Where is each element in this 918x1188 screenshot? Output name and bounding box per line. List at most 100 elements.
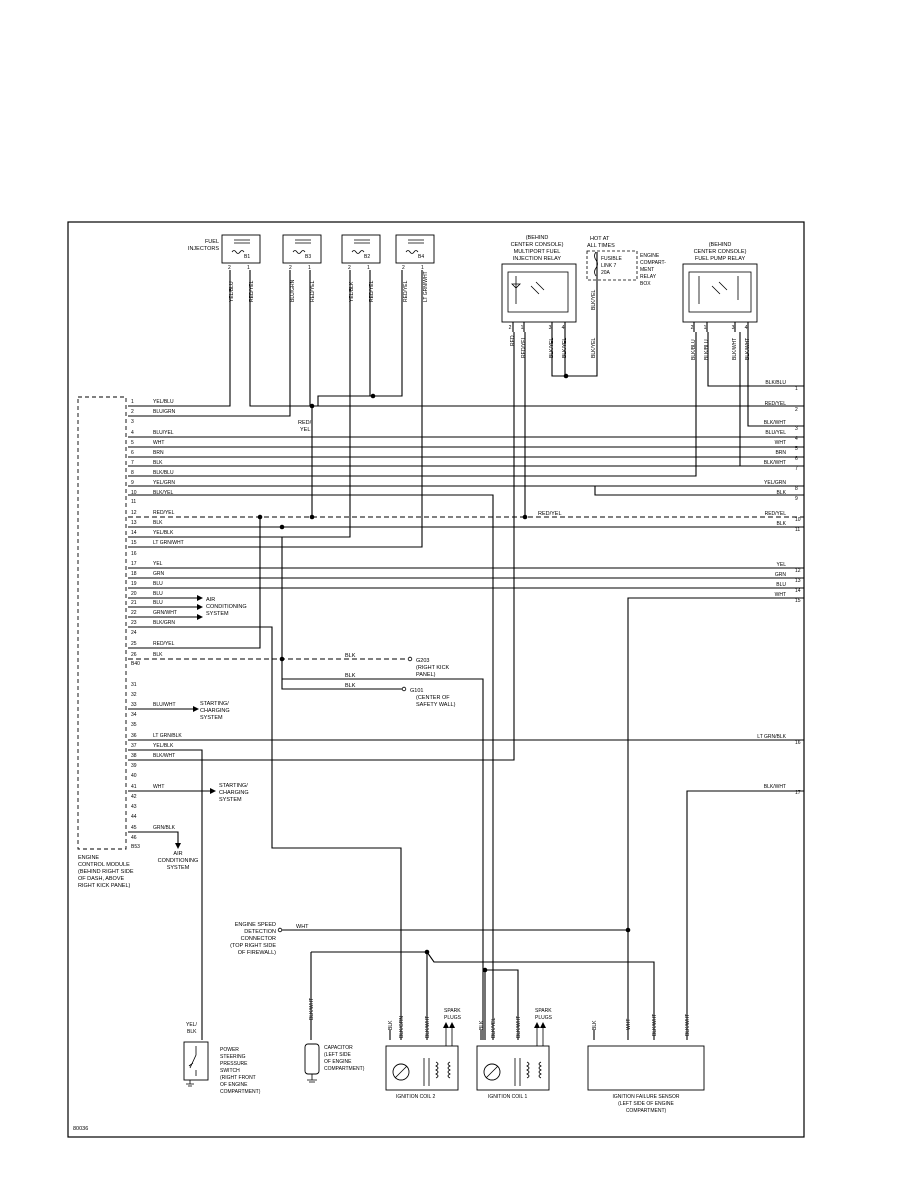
- diagram-frame: [67, 221, 805, 1138]
- ecm-pin-color: YEL: [153, 561, 163, 567]
- svg-text:3: 3: [732, 325, 735, 331]
- svg-text:8: 8: [795, 486, 798, 492]
- svg-text:10: 10: [131, 490, 137, 496]
- svg-text:24: 24: [131, 630, 137, 636]
- fp-wire-2: BLK/BLU: [704, 339, 710, 360]
- ecm-pin-color: BRN: [153, 450, 164, 456]
- mpi-relay-leads: [512, 322, 566, 332]
- mpi-wire-1: RED: [510, 335, 516, 346]
- psps-wire-1: YEL/: [186, 1022, 197, 1028]
- coil2-plugs-1: SPARK: [444, 1008, 461, 1014]
- engine-compartment-box-4: RELAY: [640, 274, 657, 280]
- svg-text:3: 3: [131, 419, 134, 425]
- svg-text:15: 15: [131, 540, 137, 546]
- ac-ref1-3: SYSTEM: [206, 611, 229, 617]
- ecm-pin-color: GRN/BLK: [153, 825, 176, 831]
- svg-text:1: 1: [421, 265, 424, 271]
- speed-label-5: OF FIREWALL): [238, 950, 276, 956]
- ecm-pin-color: BLU/YEL: [153, 430, 174, 436]
- ecm-pin: 42: [131, 794, 137, 800]
- injector-wire-label: RED/YEL: [403, 280, 409, 302]
- svg-text:BLK: BLK: [777, 490, 787, 496]
- ifs-wire-1: BLK: [592, 1020, 598, 1030]
- svg-text:35: 35: [131, 722, 137, 728]
- red-yel-12-label: RED/YEL: [538, 511, 562, 517]
- g101-label-1: G101: [410, 688, 423, 694]
- ac-ref2-1: AIR: [173, 851, 182, 857]
- svg-text:42: 42: [131, 794, 137, 800]
- power-feed-wires: [249, 252, 804, 1040]
- svg-text:10: 10: [795, 517, 801, 523]
- svg-text:46: 46: [131, 835, 137, 841]
- svg-text:WHT: WHT: [775, 440, 786, 446]
- svg-text:1: 1: [131, 399, 134, 405]
- ecm-pin-color: GRN: [153, 571, 165, 577]
- speed-label-4: (TOP RIGHT SIDE: [230, 943, 276, 949]
- capacitor-label-2: (LEFT SIDE: [324, 1052, 352, 1058]
- svg-text:22: 22: [131, 610, 137, 616]
- start-ref1-2: CHARGING: [200, 708, 230, 714]
- ecm-pin: 46: [131, 835, 137, 841]
- injector-wire-label: RED/YEL: [369, 280, 375, 302]
- injector-wire-label: LT GRN/WHT: [423, 271, 429, 302]
- fuel-injectors-title-2: INJECTORS: [188, 246, 219, 252]
- mpi-relay-box: [501, 263, 577, 323]
- svg-text:BLU: BLU: [776, 582, 786, 588]
- svg-text:21: 21: [131, 600, 137, 606]
- ecm-pin: 3: [131, 419, 134, 425]
- red-yel-label-2: YEL: [300, 427, 310, 433]
- ecm-pin-color: BLU: [153, 581, 163, 587]
- ecm-pin-color: YEL/BLU: [153, 399, 174, 405]
- ecm-pin: 34: [131, 712, 137, 718]
- fusible-wire-2: BLK/YEL: [591, 337, 597, 358]
- svg-text:BLU/YEL: BLU/YEL: [765, 430, 786, 436]
- g203-label-2: (RIGHT KICK: [416, 665, 450, 671]
- svg-text:36: 36: [131, 733, 137, 739]
- injector-id: B3: [305, 254, 311, 260]
- coil1-label: IGNITION COIL 1: [488, 1094, 527, 1100]
- ecm-pin: 1 YEL/BLU: [131, 399, 174, 405]
- svg-text:7: 7: [131, 460, 134, 466]
- engine-compartment-box-2: COMPART-: [640, 260, 666, 266]
- psps-wire-2: BLK: [187, 1029, 197, 1035]
- hot-at-all-times-2: ALL TIMES: [587, 243, 615, 249]
- svg-text:16: 16: [795, 740, 801, 746]
- svg-text:37: 37: [131, 743, 137, 749]
- ecm-pin-color: YEL/BLK: [153, 530, 174, 536]
- ecm-label-4: OF DASH, ABOVE: [78, 876, 124, 882]
- mpi-relay-inner: [507, 271, 569, 313]
- svg-text:9: 9: [131, 480, 134, 486]
- svg-text:2: 2: [348, 265, 351, 271]
- svg-text:1: 1: [704, 325, 707, 331]
- start-ref2-2: CHARGING: [219, 790, 249, 796]
- svg-text:2: 2: [402, 265, 405, 271]
- svg-text:16: 16: [131, 551, 137, 557]
- ecm-pin-color: BLK: [153, 520, 163, 526]
- svg-text:4: 4: [131, 430, 134, 436]
- svg-text:3: 3: [795, 426, 798, 432]
- injector-id: B2: [364, 254, 370, 260]
- svg-text:13: 13: [131, 520, 137, 526]
- svg-text:34: 34: [131, 712, 137, 718]
- ecm-label-2: CONTROL MODULE: [78, 862, 130, 868]
- start-ref2-1: STARTING/: [219, 783, 248, 789]
- svg-text:1: 1: [521, 325, 524, 331]
- g101-label-3: SAFETY WALL): [416, 702, 456, 708]
- svg-text:20: 20: [131, 591, 137, 597]
- ecm-pin-color: RED/YEL: [153, 510, 175, 516]
- start-ref1-3: SYSTEM: [200, 715, 223, 721]
- fusible-wire-1: BLK/YEL: [591, 289, 597, 310]
